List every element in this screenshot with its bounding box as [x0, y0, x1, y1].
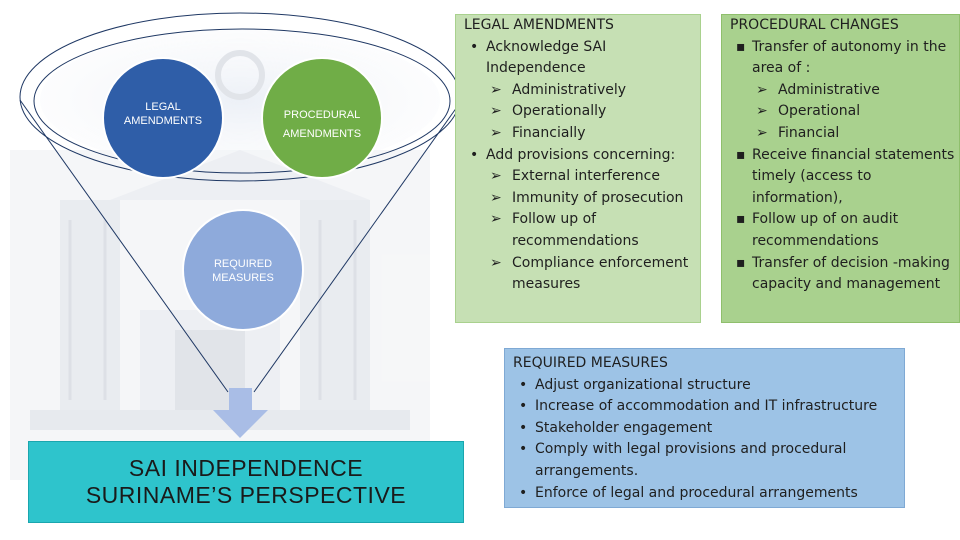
list-item: ▪Receive financial statements timely (ac… [736, 146, 955, 206]
procedural-amendments-label: PROCEDURAL AMENDMENTS [282, 109, 362, 140]
title-line-2: SURINAME’S PERSPECTIVE [85, 482, 407, 508]
legal-box-list: •Acknowledge SAI Independence ➢Administr… [464, 37, 696, 296]
arrow-bullet-icon: ➢ [490, 124, 502, 141]
list-item: ➢Immunity of prosecution [464, 188, 696, 210]
arrow-bullet-icon: ➢ [756, 81, 768, 98]
legal-box-title: LEGAL AMENDMENTS [464, 17, 614, 33]
list-item: •Enforce of legal and procedural arrange… [519, 484, 858, 501]
list-item: ▪Follow up of on audit recommendations [736, 211, 899, 249]
required-measures-label: REQUIRED MEASURES [212, 258, 274, 284]
required-box-title: REQUIRED MEASURES [513, 355, 668, 371]
list-item: •Increase of accommodation and IT infras… [519, 398, 878, 415]
arrow-bullet-icon: ➢ [490, 168, 502, 185]
list-item: ➢Operationally [464, 101, 696, 123]
required-measures-box: REQUIRED MEASURES •Adjust organizational… [504, 348, 905, 508]
list-item: ➢Operational [730, 101, 955, 123]
legal-amendments-box: LEGAL AMENDMENTS •Acknowledge SAI Indepe… [455, 14, 701, 323]
list-item: ➢External interference [464, 166, 696, 188]
list-item: ➢Follow up of recommendations [490, 211, 639, 249]
arrow-bullet-icon: ➢ [490, 254, 502, 271]
list-item: •Comply with legal provisions and proced… [519, 441, 847, 479]
funnel-outline [19, 12, 460, 393]
list-item: ➢Administratively [464, 80, 696, 102]
title-box: SAI INDEPENDENCE SURINAME’S PERSPECTIVE [28, 441, 464, 523]
list-item: •Stakeholder engagement [519, 419, 713, 436]
list-item: ▪Transfer of autonomy in the area of : [736, 38, 947, 77]
square-bullet-icon: ▪ [736, 254, 746, 271]
list-item: •Add provisions concerning: [470, 146, 676, 163]
list-item: ➢Administrative [730, 80, 955, 102]
arrow-bullet-icon: ➢ [756, 103, 768, 120]
required-measures-circle [182, 209, 304, 331]
procedural-box-title: PROCEDURAL CHANGES [730, 17, 899, 33]
down-arrow [213, 388, 268, 438]
procedural-changes-box: PROCEDURAL CHANGES ▪Transfer of autonomy… [721, 14, 960, 323]
square-bullet-icon: ▪ [736, 146, 746, 163]
arrow-bullet-icon: ➢ [756, 124, 768, 141]
legal-amendments-circle [102, 57, 224, 179]
list-item: •Acknowledge SAI Independence [470, 38, 607, 77]
procedural-amendments-circle [261, 57, 383, 179]
list-item: ➢Financial [730, 123, 955, 145]
square-bullet-icon: ▪ [736, 38, 746, 55]
title-line-1: SAI INDEPENDENCE [128, 455, 364, 481]
list-item: ➢Financially [464, 123, 696, 145]
arrow-bullet-icon: ➢ [490, 103, 502, 120]
legal-amendments-label: LEGAL AMENDMENTS [123, 101, 203, 127]
list-item: ▪Transfer of decision -making capacity a… [736, 254, 950, 293]
required-box-list: •Adjust organizational structure •Increa… [513, 375, 896, 505]
funnel-diagram [10, 12, 460, 480]
square-bullet-icon: ▪ [736, 211, 746, 228]
arrow-bullet-icon: ➢ [490, 81, 502, 98]
procedural-box-list: ▪Transfer of autonomy in the area of : ➢… [730, 37, 955, 296]
list-item: •Adjust organizational structure [519, 376, 751, 393]
list-item: ➢Compliance enforcement measures [490, 254, 689, 293]
arrow-bullet-icon: ➢ [490, 211, 502, 228]
arrow-bullet-icon: ➢ [490, 189, 502, 206]
